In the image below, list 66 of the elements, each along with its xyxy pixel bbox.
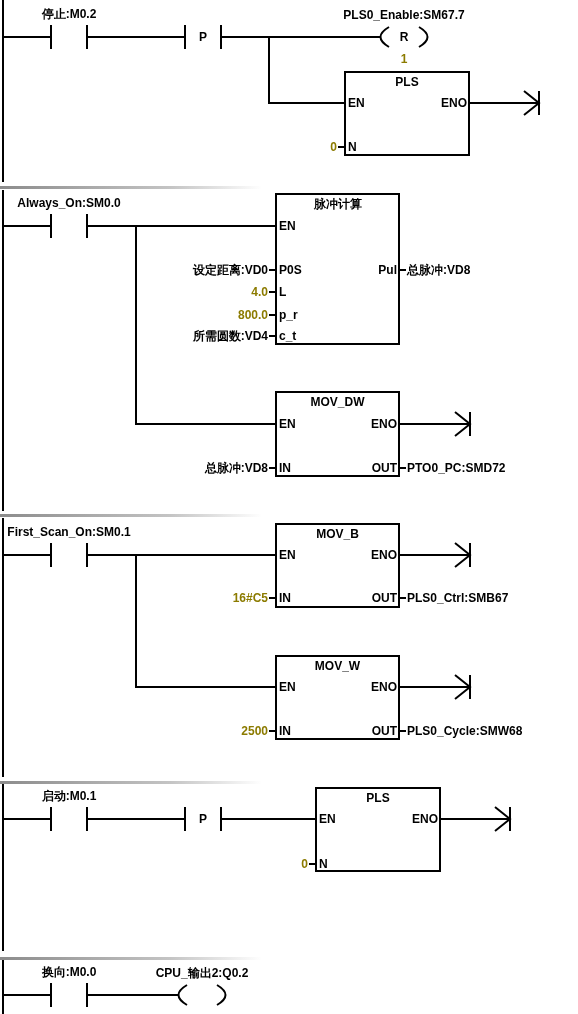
constant-value: 800.0 (237, 308, 268, 322)
pin-label: ENO (371, 548, 397, 562)
pin-label: OUT (371, 461, 397, 475)
contact-label: 换向:M0.0 (41, 965, 97, 979)
operand-label: 总脉冲:VD8 (407, 263, 471, 277)
pin-label: EN (319, 812, 336, 826)
operand-label: PTO0_PC:SMD72 (407, 461, 506, 475)
block-title: PLS (366, 791, 390, 805)
contact-label: P (199, 812, 207, 826)
wire (3, 818, 51, 820)
pin-label: c_t (279, 329, 297, 343)
pin-label: N (319, 857, 328, 871)
pin-label: EN (279, 680, 296, 694)
wire (3, 994, 51, 996)
coil-label: PLS0_Enable:SM67.7 (343, 8, 465, 22)
wire (221, 36, 345, 104)
contact-label: Always_On:SM0.0 (17, 196, 121, 210)
pin-label: EN (279, 219, 296, 233)
wire (3, 36, 51, 38)
pin-label: OUT (371, 591, 397, 605)
wire (87, 818, 185, 820)
pin-label: P0S (279, 263, 302, 277)
operand-label: PLS0_Cycle:SMW68 (407, 724, 523, 738)
constant-value: 1 (400, 52, 408, 66)
constant-value: 0 (330, 140, 337, 154)
pin-label: ENO (371, 417, 397, 431)
wire (87, 225, 276, 425)
pin-label: EN (348, 96, 365, 110)
block-title: MOV_B (316, 527, 359, 541)
wire (87, 994, 179, 996)
pin-label: ENO (371, 680, 397, 694)
wire (221, 818, 316, 820)
operand-label: 设定距离:VD0 (192, 263, 268, 277)
contact-label: P (199, 30, 207, 44)
constant-value: 0 (301, 857, 308, 871)
contact-label: 停止:M0.2 (41, 7, 97, 21)
operand-label: 总脉冲:VD8 (204, 461, 268, 475)
pin-label: EN (279, 417, 296, 431)
wire (3, 554, 51, 556)
block-title: MOV_W (314, 659, 361, 673)
block-title: MOV_DW (310, 395, 365, 409)
coil-label: R (399, 30, 409, 44)
pin-label: IN (279, 591, 291, 605)
constant-value: 16#C5 (232, 591, 268, 605)
pin-label: ENO (441, 96, 467, 110)
pin-label: N (348, 140, 357, 154)
pin-label: EN (279, 548, 296, 562)
operand-label: PLS0_Ctrl:SMB67 (407, 591, 509, 605)
coil-label: CPU_输出2:Q0.2 (155, 966, 249, 980)
pin-label: OUT (371, 724, 397, 738)
pin-label: Pul (378, 263, 397, 277)
operand-label: 所需圆数:VD4 (192, 329, 268, 343)
wire (3, 225, 51, 227)
contact-label: First_Scan_On:SM0.1 (7, 525, 131, 539)
block-title: 脉冲计算 (313, 197, 362, 211)
block-title: PLS (395, 75, 419, 89)
pin-label: ENO (412, 812, 438, 826)
constant-value: 4.0 (251, 285, 268, 299)
contact-label: 启动:M0.1 (41, 789, 97, 803)
pin-label: L (279, 285, 287, 299)
wire (87, 36, 185, 38)
wire (87, 554, 276, 688)
pin-label: p_r (279, 308, 298, 322)
constant-value: 2500 (241, 724, 268, 738)
pin-label: IN (279, 461, 291, 475)
pin-label: IN (279, 724, 291, 738)
